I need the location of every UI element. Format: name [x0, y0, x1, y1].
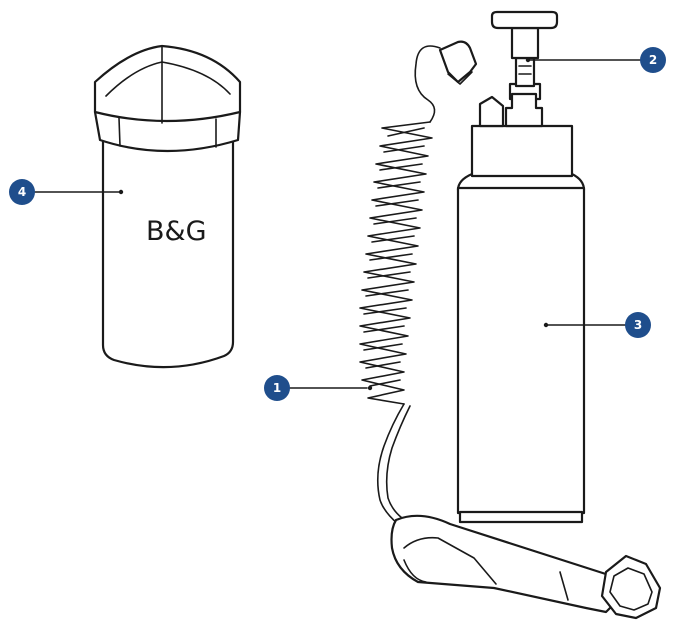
callout-2: 2: [525, 47, 666, 73]
callout-4: 4: [9, 179, 124, 205]
callout-3-number: 3: [634, 318, 642, 332]
cylinder-body: [456, 95, 586, 524]
callout-4-number: 4: [18, 185, 26, 199]
brand-label: B&G: [146, 216, 207, 247]
callout-1: 1: [264, 375, 373, 401]
coiled-hose: [359, 40, 478, 525]
callout-1-badge: [264, 375, 290, 401]
callout-1-number: 1: [273, 381, 281, 395]
callout-2-badge: [640, 47, 666, 73]
storage-container: B&G: [93, 44, 242, 369]
callout-3: 3: [543, 312, 651, 338]
callout-2-number: 2: [649, 53, 657, 67]
callout-4-badge: [9, 179, 35, 205]
handset-nozzle: [390, 514, 662, 620]
pump-handle: [490, 10, 559, 128]
callout-3-badge: [625, 312, 651, 338]
